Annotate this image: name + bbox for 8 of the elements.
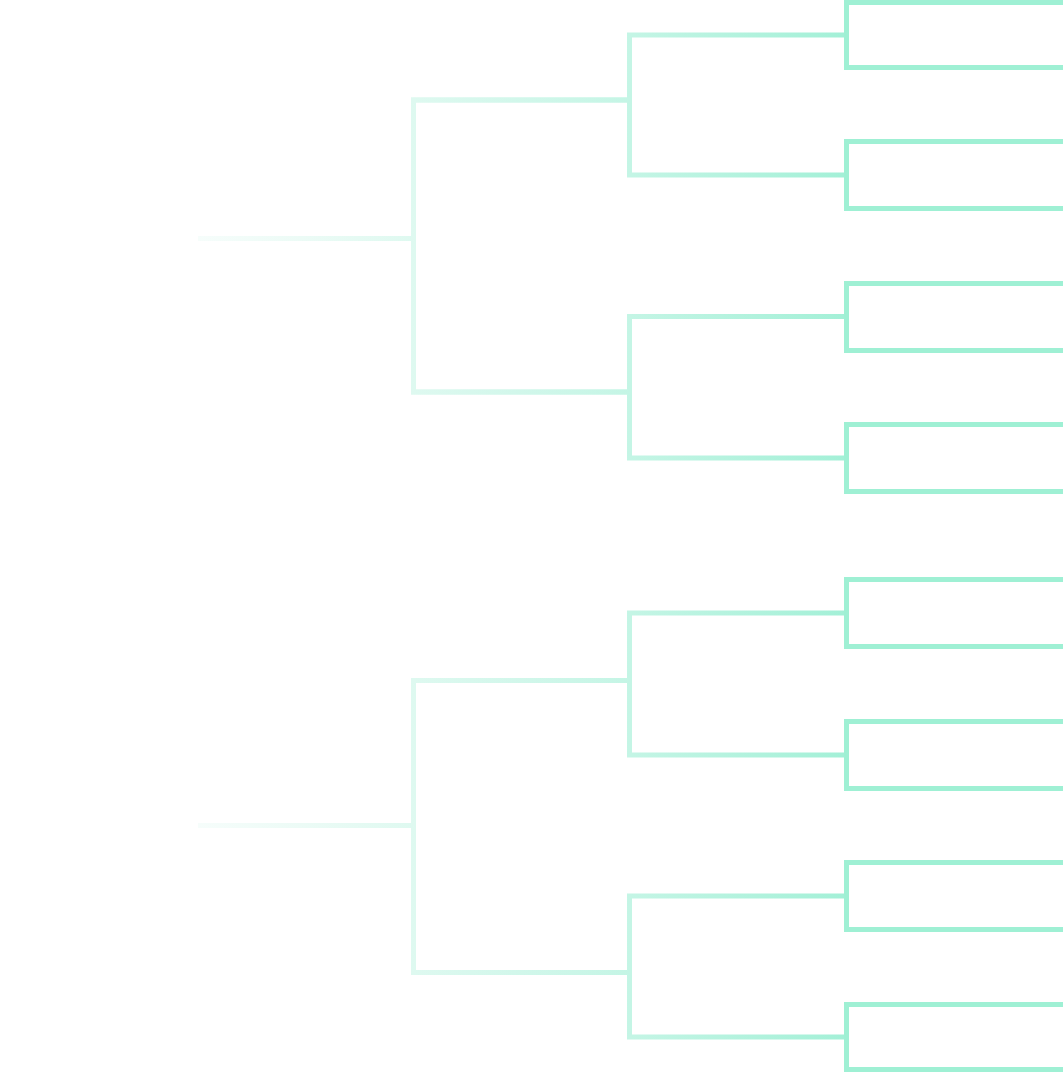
bracket-slot <box>844 719 1063 791</box>
bracket-slot <box>844 577 1063 649</box>
bracket-slot <box>844 139 1063 211</box>
bracket-slot <box>844 860 1063 932</box>
bracket-slot <box>844 280 1063 353</box>
bracket-slot <box>844 1002 1063 1072</box>
bracket-slot <box>844 422 1063 494</box>
bracket-slot <box>844 0 1063 70</box>
